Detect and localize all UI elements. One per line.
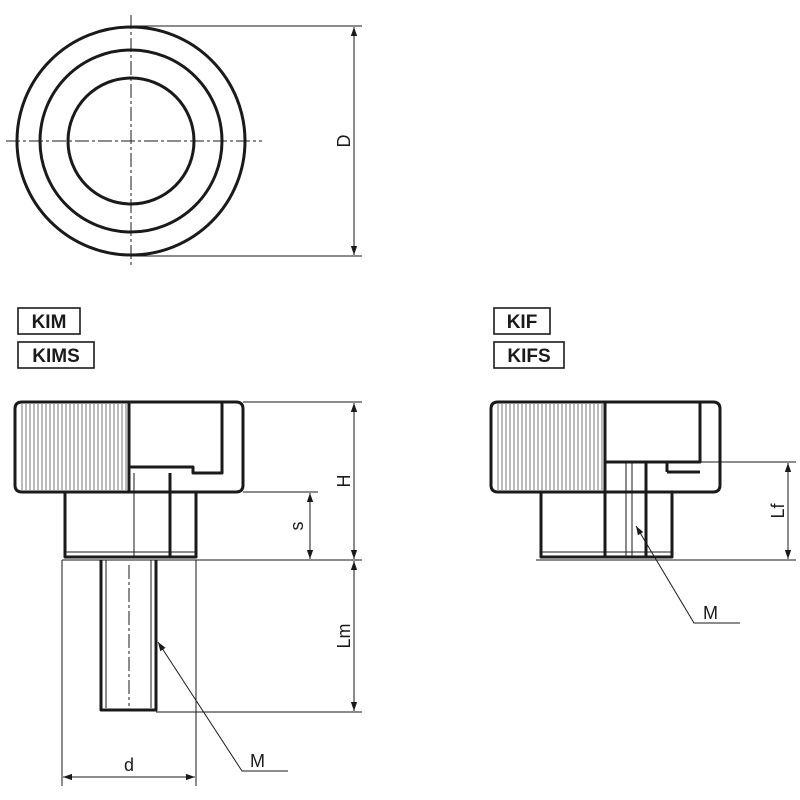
svg-text:KIFS: KIFS [507, 346, 550, 367]
knob-hub [63, 492, 198, 559]
dimension-label-lm: Lm [334, 623, 354, 648]
tag-kims: KIMS [17, 341, 95, 369]
dimension-label-s: s [287, 522, 307, 531]
left-view: KIM KIMS [13, 307, 362, 786]
knurl-pattern-right [497, 404, 603, 490]
top-view: D [6, 15, 362, 268]
inner-cavity-right [603, 403, 702, 464]
svg-text:KIMS: KIMS [32, 346, 80, 367]
insert-walls [127, 467, 172, 557]
svg-text:KIM: KIM [32, 312, 67, 333]
inner-cavity [127, 403, 224, 475]
dimension-label-d-small: d [124, 755, 134, 775]
leader-label-m-right: M [703, 603, 718, 623]
svg-text:KIF: KIF [507, 312, 538, 333]
dimension-label-d: D [334, 135, 354, 148]
knurl-pattern [21, 404, 127, 490]
leader-m-left [157, 641, 288, 772]
leader-label-m-left: M [250, 751, 265, 771]
threaded-stud [99, 560, 158, 712]
tag-kim: KIM [17, 307, 81, 335]
tag-kif: KIF [493, 307, 551, 335]
knob-head-right [489, 400, 722, 494]
dimension-label-h: H [334, 475, 354, 488]
right-view: KIF KIFS [489, 307, 796, 624]
knob-head [13, 400, 245, 494]
leader-m-right [635, 525, 740, 624]
threaded-insert-walls [603, 462, 648, 557]
tag-kifs: KIFS [493, 341, 565, 369]
dimension-label-lf: Lf [768, 502, 788, 518]
